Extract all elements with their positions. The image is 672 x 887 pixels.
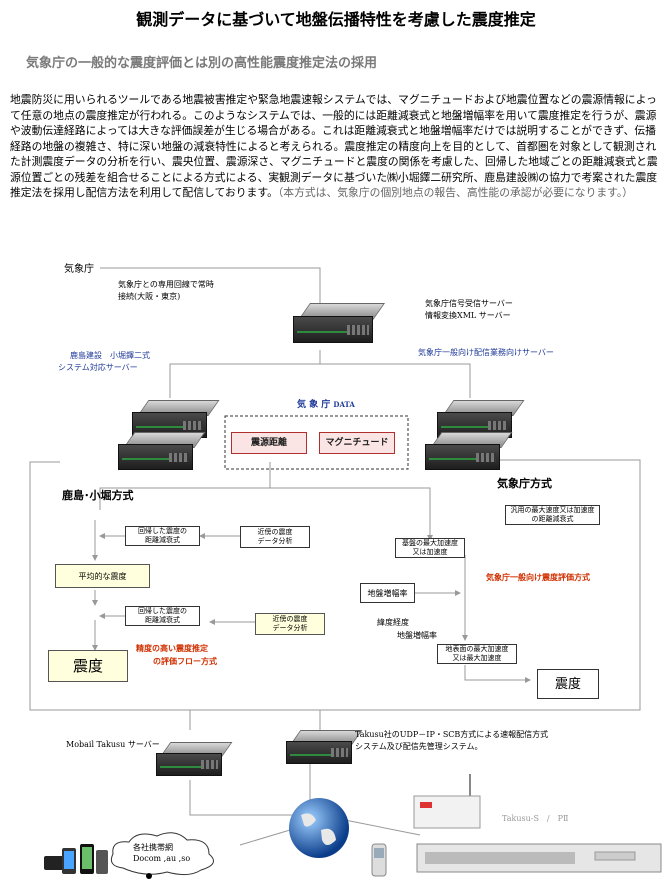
kajima-server-label-1: 鹿島建設 小堀鐸二式 <box>70 351 150 360</box>
general-attenuation-line1: 汎用の最大速度又は加速度 <box>510 506 595 514</box>
line-mobail-to-globe <box>189 780 300 816</box>
line-data-to-jma <box>269 462 431 530</box>
dedicated-line-1: 気象庁との専用回線で常時 <box>118 280 214 289</box>
kajima-server-label-2: システム対応サーバー <box>58 363 138 372</box>
intro-note: （本方式は、気象庁の個別地点の報告、高性能の承認が必要になります。） <box>277 186 634 199</box>
takusu-desc-line-2: システム及び配信先管理システム。 <box>355 742 483 751</box>
receive-server-line-1: 気象庁信号受信サーバー <box>425 299 513 308</box>
page-title: 観測データに基づいて地盤伝播特性を考慮した震度推定 <box>136 10 536 29</box>
base-max-line1: 基盤の最大加速度 <box>402 539 458 547</box>
jma-data-suffix: DATA <box>333 400 355 409</box>
jma-data-label: 気 象 庁 DATA <box>297 399 355 411</box>
surface-max-line2: 又は最大加速度 <box>452 654 502 662</box>
jma-data-text: 気 象 庁 <box>297 400 331 410</box>
neighbor-analysis-box-1: 近傍の震度データ分析 <box>240 526 310 548</box>
jma-server-image-2 <box>425 432 512 470</box>
jma-general-eval-label: 気象庁一般向け震度評価方式 <box>486 572 590 582</box>
neighbor-analysis-2-line1: 近傍の震度 <box>272 615 308 623</box>
takusu-rack-device-icon <box>416 843 662 873</box>
page-subtitle: 気象庁の一般的な震度評価とは別の高性能震度推定法の採用 <box>26 56 378 71</box>
mobail-server-image <box>156 742 233 776</box>
line-globe-to-carrier <box>239 829 291 846</box>
neighbor-analysis-1-line1: 近傍の震度 <box>257 528 293 536</box>
line-receiver-to-general <box>320 363 471 398</box>
intro-body: 地震防災に用いられるツールである地震被害推定や緊急地震速報システムでは、マグニチ… <box>10 93 658 199</box>
carriers-line-2: Docom ,au ,so <box>133 854 191 863</box>
ground-amp-label-2: 地盤増幅率 <box>397 631 437 640</box>
epicentral-distance-box: 震源距離 <box>231 432 307 454</box>
takusu-device-icon <box>413 774 481 829</box>
line-receiver-to-kajima <box>169 350 321 398</box>
neighbor-analysis-2-line2: データ分析 <box>272 624 308 632</box>
jma-general-server-label: 気象庁一般向け配信業務向けサーバー <box>418 348 554 357</box>
dedicated-line-2: 接続(大阪・東京) <box>118 292 181 301</box>
neighbor-analysis-1-line2: データ分析 <box>257 537 293 545</box>
surface-max-box: 地表面の最大加速度又は最大加速度 <box>437 644 517 664</box>
ground-amp-box: 地盤増幅率 <box>360 583 415 603</box>
kajima-method-title: 鹿島･小堀方式 <box>62 489 134 502</box>
jma-method-title: 気象庁方式 <box>497 477 552 490</box>
regressed-attenuation-2-line2: 距離減衰式 <box>145 616 180 624</box>
mobile-phones-icon <box>44 844 108 874</box>
line-outer-loop <box>29 459 641 711</box>
intro-paragraph: 地震防災に用いられるツールである地震被害推定や緊急地震速報システムでは、マグニチ… <box>10 92 662 201</box>
base-max-line2: 又は加速度 <box>412 548 448 556</box>
carrier-network-cloud-icon <box>110 832 214 879</box>
data-box-outline <box>224 415 409 470</box>
carriers-line-1: 各社携帯網 <box>133 843 173 852</box>
general-attenuation-box: 汎用の最大速度又は加速度の距離減衰式 <box>505 505 600 525</box>
neighbor-analysis-box-2: 近傍の震度データ分析 <box>255 613 325 635</box>
regressed-attenuation-1-line1: 回帰した震度の <box>138 527 187 535</box>
line-jma-to-receiver <box>100 267 321 305</box>
handheld-device-icon <box>371 843 387 877</box>
receive-server-line-2: 情報変換XML サーバー <box>425 311 511 320</box>
takusu-desc-line-1: Takusu社のUDP－IP・SCB方式による速報配信方式 <box>355 730 549 739</box>
high-accuracy-line-1: 精度の高い震度推定 <box>136 643 208 653</box>
magnitude-box: マグニチュード <box>319 432 395 454</box>
regressed-attenuation-2-line1: 回帰した震度の <box>138 607 187 615</box>
kajima-server-image-2 <box>118 432 205 470</box>
intensity-result-left: 震度 <box>48 650 128 682</box>
jma-label: 気象庁 <box>64 264 94 275</box>
regressed-attenuation-box-1: 回帰した震度の距離減衰式 <box>125 526 200 546</box>
arrow-jma-4 <box>464 665 531 683</box>
takusu-device-label: Takusu-S / PⅡ <box>502 814 569 823</box>
takusu-server-image <box>286 730 363 764</box>
internet-globe-icon <box>289 798 349 858</box>
general-attenuation-line2: の距離減衰式 <box>531 515 574 523</box>
regressed-attenuation-1-line2: 距離減衰式 <box>145 536 180 544</box>
high-accuracy-line-2: の評価フロー方式 <box>153 656 217 666</box>
lat-lon-label: 緯度経度 <box>377 618 409 627</box>
receive-server-image <box>293 303 386 343</box>
average-intensity-box: 平均的な震度 <box>55 564 150 588</box>
surface-max-line1: 地表面の最大加速度 <box>445 645 509 653</box>
base-max-box: 基盤の最大加速度又は加速度 <box>395 538 465 558</box>
regressed-attenuation-box-2: 回帰した震度の距離減衰式 <box>125 606 200 626</box>
line-data-to-kajima <box>99 487 270 510</box>
mobail-server-label: Mobail Takusu サーバー <box>66 740 160 749</box>
intensity-result-right: 震度 <box>537 669 599 699</box>
line-globe-to-device <box>344 819 421 836</box>
